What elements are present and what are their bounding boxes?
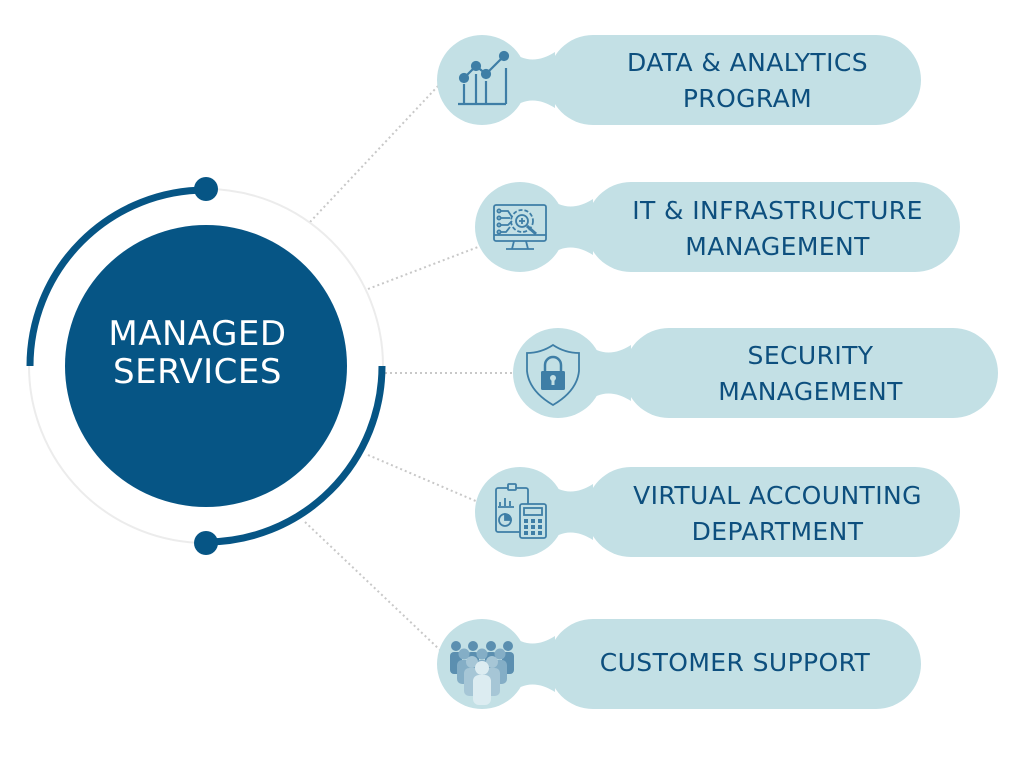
connector-customer-support	[304, 521, 441, 651]
label-line2: DEPARTMENT	[691, 517, 864, 546]
connectors	[304, 85, 515, 651]
label-line1: SECURITY	[747, 341, 874, 370]
people-group-icon	[450, 641, 514, 705]
service-label-security: SECURITY MANAGEMENT	[648, 338, 973, 410]
label-line1: VIRTUAL ACCOUNTING	[633, 481, 922, 510]
service-label-data-analytics: DATA & ANALYTICS PROGRAM	[585, 45, 910, 117]
hub-title-line2: SERVICES	[113, 352, 282, 392]
connector-virtual-accounting	[367, 454, 479, 503]
connector-it-infrastructure	[367, 246, 479, 290]
hub-title: MANAGED SERVICES	[65, 315, 330, 391]
lower-arc	[205, 365, 386, 546]
hub-circle	[65, 225, 347, 507]
monitor-gear-icon	[493, 204, 547, 250]
shield-lock-icon	[526, 343, 580, 407]
label-line1: IT & INFRASTRUCTURE	[632, 196, 923, 225]
hub-title-line1: MANAGED	[108, 314, 287, 354]
label-line1: CUSTOMER SUPPORT	[599, 648, 871, 677]
connector-data-analytics	[309, 85, 439, 223]
label-line1: DATA & ANALYTICS	[627, 48, 868, 77]
service-label-customer-support: CUSTOMER SUPPORT	[575, 645, 895, 681]
label-line2: MANAGEMENT	[685, 232, 870, 261]
upper-arc-dot	[194, 177, 218, 201]
upper-arc	[26, 186, 207, 367]
lower-arc-dot	[194, 531, 218, 555]
service-label-virtual-accounting: VIRTUAL ACCOUNTING DEPARTMENT	[615, 478, 940, 550]
clipboard-calculator-icon	[495, 483, 547, 539]
service-label-it-infrastructure: IT & INFRASTRUCTURE MANAGEMENT	[615, 193, 940, 265]
label-line2: MANAGEMENT	[718, 377, 903, 406]
chart-analytics-icon	[458, 50, 510, 106]
label-line2: PROGRAM	[682, 84, 813, 113]
